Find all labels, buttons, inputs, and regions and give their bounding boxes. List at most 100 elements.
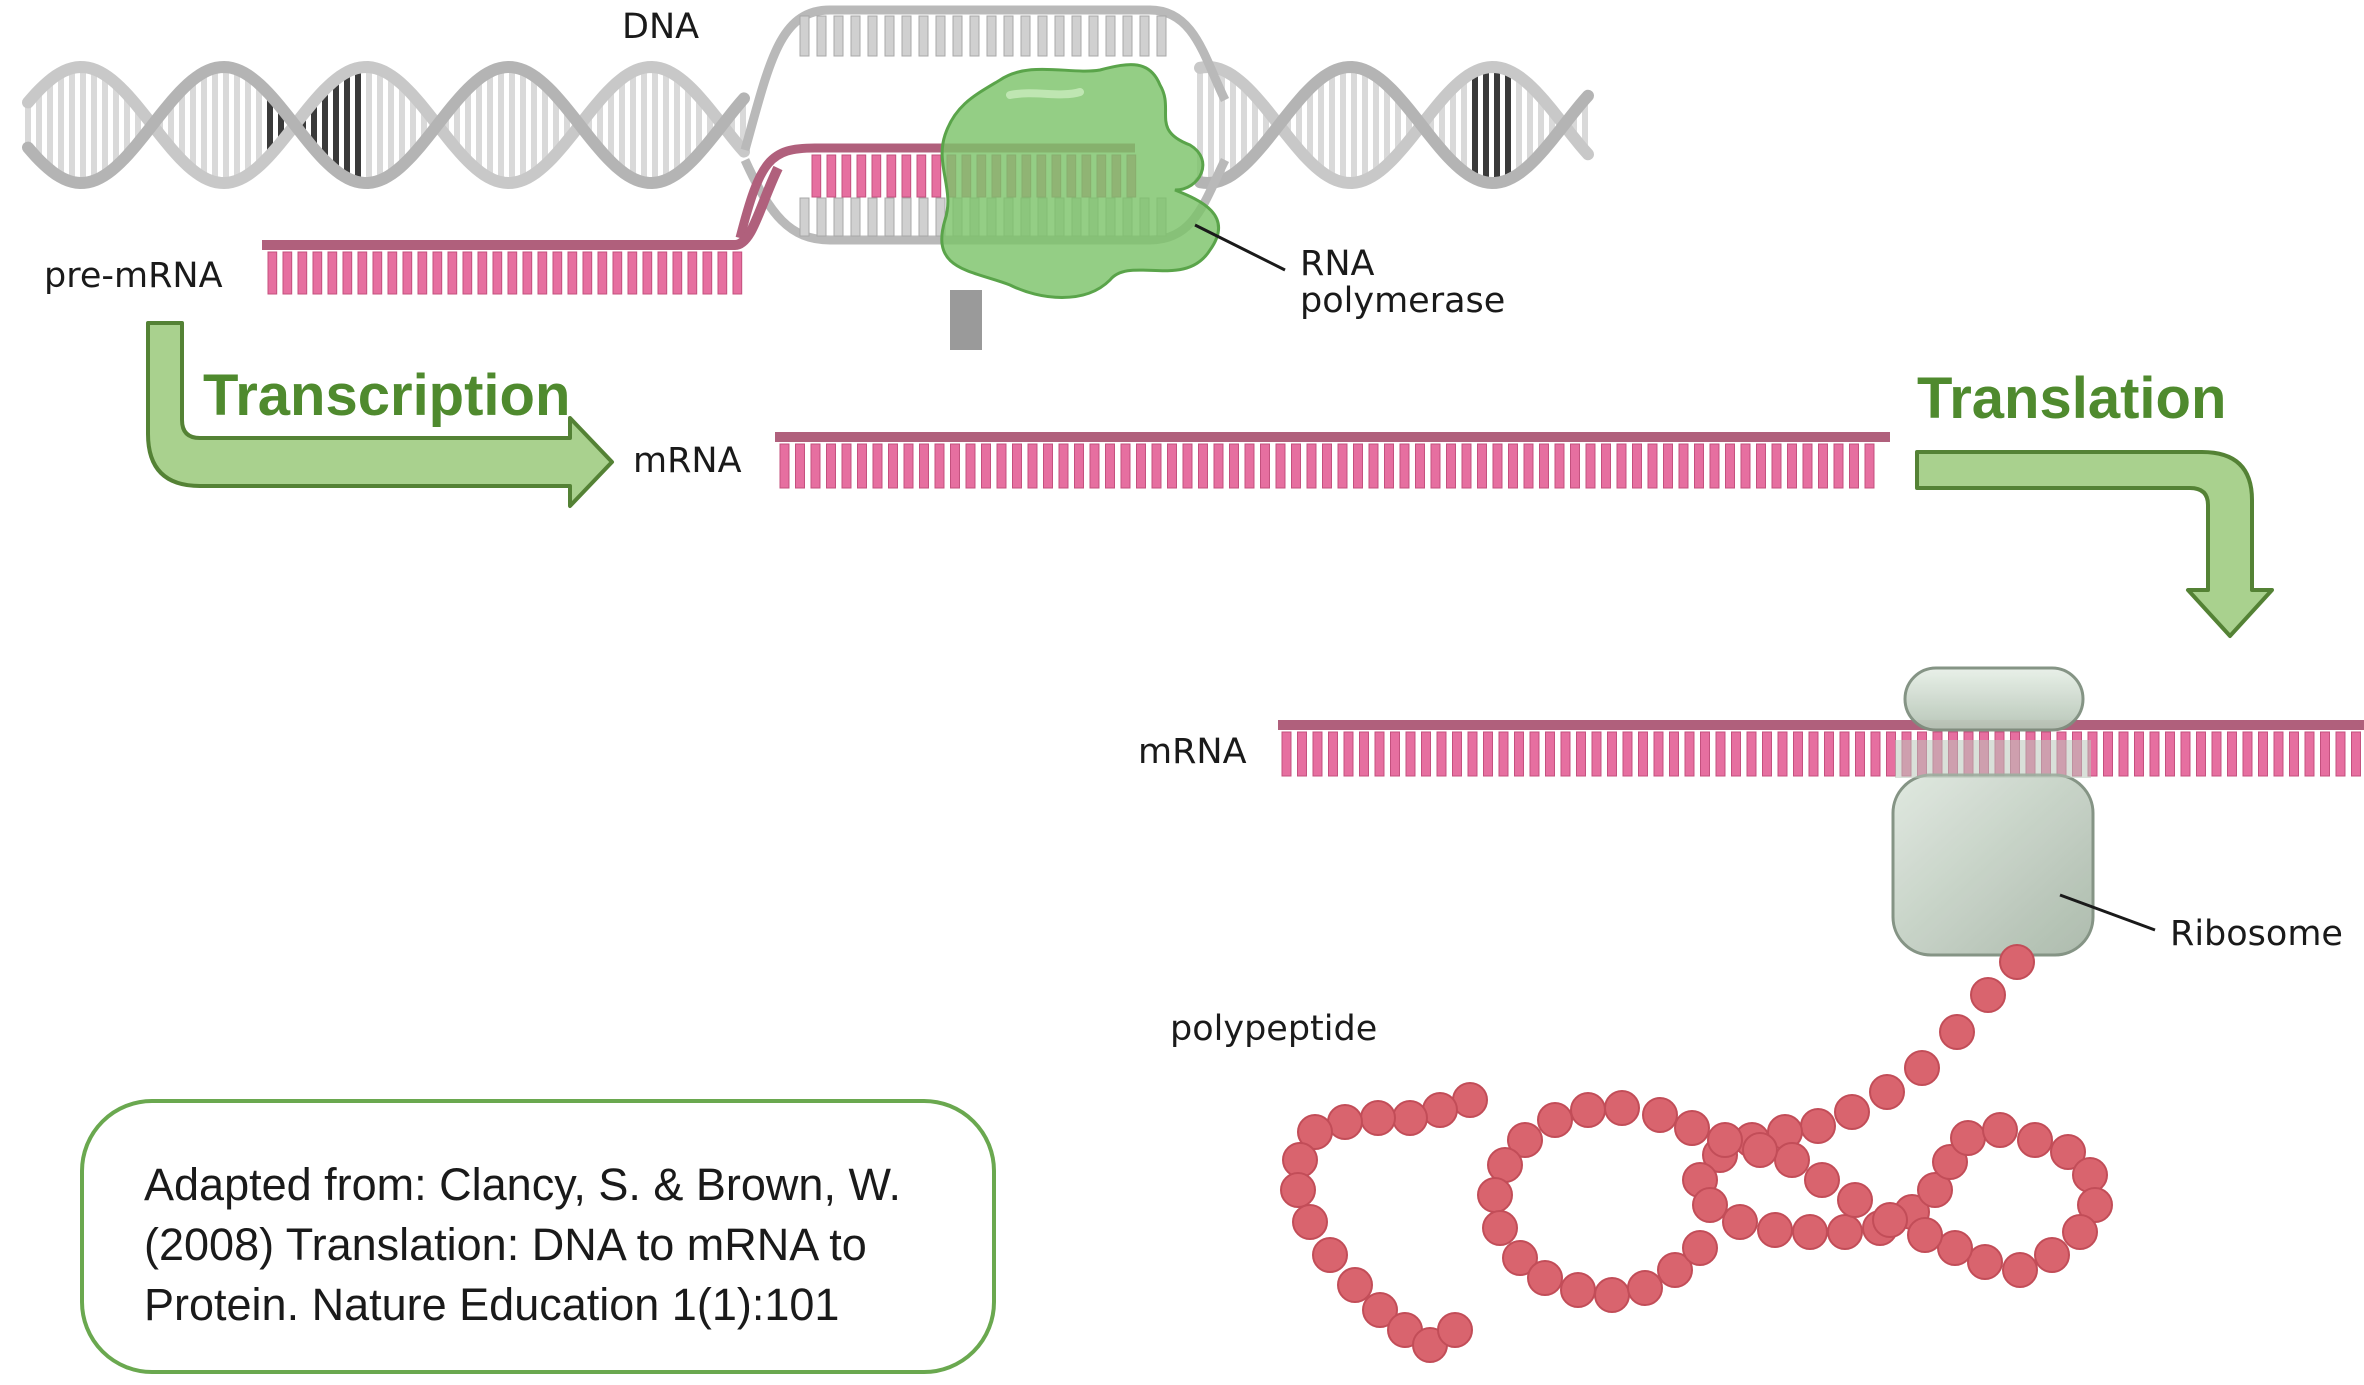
- mrna-base: [2289, 731, 2299, 777]
- amino-acid-bead: [1999, 944, 2035, 980]
- nascent-rna-base: [916, 154, 927, 198]
- mrna-base: [1322, 443, 1332, 489]
- dna-base: [1156, 15, 1167, 57]
- mrna-base: [1663, 443, 1673, 489]
- mrna-base: [1337, 443, 1348, 489]
- mrna-base: [1182, 443, 1193, 489]
- pre-mrna-base: [282, 251, 293, 295]
- amino-acid-bead: [1482, 1210, 1518, 1246]
- mrna-base: [1306, 443, 1317, 489]
- nascent-rna-base: [871, 154, 882, 198]
- amino-acid-bead: [1707, 1122, 1743, 1158]
- mrna-base: [1694, 443, 1704, 489]
- mrna-base: [1514, 731, 1524, 777]
- mrna-base: [1576, 731, 1586, 777]
- amino-acid-bead: [1502, 1240, 1538, 1276]
- nascent-rna-base: [886, 154, 897, 198]
- transcription-label: Transcription: [203, 363, 570, 428]
- pre-mrna-base: [597, 251, 608, 295]
- mrna-base: [1740, 443, 1751, 489]
- mrna-base: [1027, 443, 1038, 489]
- mrna-base: [1607, 731, 1617, 777]
- mrna-base: [1436, 731, 1447, 777]
- amino-acid-bead: [1827, 1214, 1863, 1250]
- mrna-base: [1291, 443, 1301, 489]
- pre-mrna-base: [267, 251, 278, 295]
- mrna-base: [2335, 731, 2346, 777]
- transcription-arrow: [146, 321, 614, 508]
- mrna-base: [2196, 731, 2206, 777]
- pre-mrna-base: [387, 251, 398, 295]
- amino-acid-bead: [1604, 1090, 1640, 1126]
- mrna-base: [1421, 731, 1431, 777]
- mrna-base: [1089, 443, 1100, 489]
- mrna-base: [2258, 731, 2268, 777]
- mrna-base: [1523, 443, 1534, 489]
- pre-mrna-base: [642, 251, 653, 295]
- mrna-base: [1384, 443, 1394, 489]
- mrna-base: [2351, 731, 2361, 777]
- mrna-base: [1477, 443, 1487, 489]
- amino-acid-bead: [1834, 1094, 1870, 1130]
- mrna-base: [1777, 731, 1788, 777]
- pre-mrna-base: [402, 251, 413, 295]
- mrna-base: [1105, 443, 1115, 489]
- mrna-base: [1043, 443, 1053, 489]
- dna-backbone: [1194, 61, 1594, 190]
- dna-base: [816, 15, 827, 57]
- mrna-label-bottom: mRNA: [1138, 732, 1247, 772]
- amino-acid-bead: [1527, 1260, 1563, 1296]
- pre-mrna-base: [507, 251, 518, 295]
- amino-acid-bead: [1837, 1182, 1873, 1218]
- amino-acid-bead: [1282, 1142, 1318, 1178]
- mrna-base: [1275, 443, 1286, 489]
- dna-base: [1139, 15, 1150, 57]
- mrna-base: [1529, 731, 1540, 777]
- dna-helix-right: [1194, 60, 1594, 190]
- mrna-base: [810, 443, 821, 489]
- mrna-base: [1244, 443, 1255, 489]
- mrna-base: [795, 443, 805, 489]
- dna-base: [884, 197, 895, 237]
- mrna-base: [1405, 731, 1416, 777]
- dna-base: [833, 197, 844, 237]
- polymerase-stalk: [950, 290, 982, 350]
- dna-base: [901, 15, 912, 57]
- dna-base: [918, 15, 929, 57]
- mrna-base: [1452, 731, 1462, 777]
- amino-acid-bead: [2062, 1214, 2098, 1250]
- mrna-base: [1638, 731, 1648, 777]
- amino-acid-bead: [1362, 1292, 1398, 1328]
- pre-mrna-base: [417, 251, 428, 295]
- amino-acid-bead: [1537, 1102, 1573, 1138]
- mrna-base: [1886, 731, 1896, 777]
- ribosome-large-subunit: [1891, 773, 2095, 957]
- mrna-base: [1808, 731, 1819, 777]
- mrna-base: [934, 443, 945, 489]
- nascent-rna-base: [841, 154, 852, 198]
- mrna-base: [1570, 443, 1580, 489]
- ribosome-small-subunit: [1903, 666, 2085, 732]
- pre-mrna-base: [537, 251, 548, 295]
- amino-acid-bead: [1950, 1120, 1986, 1156]
- pre-mrna-base: [567, 251, 578, 295]
- mrna-base: [1012, 443, 1022, 489]
- mrna-base: [1368, 443, 1379, 489]
- amino-acid-bead: [1904, 1050, 1940, 1086]
- dna-base: [867, 197, 878, 237]
- mrna-base: [1793, 731, 1803, 777]
- amino-acid-bead: [1657, 1252, 1693, 1288]
- mrna-base: [1709, 443, 1720, 489]
- citation-text: Adapted from: Clancy, S. & Brown, W. (20…: [144, 1159, 901, 1330]
- mrna-base: [1849, 443, 1859, 489]
- nascent-rna-base: [856, 154, 867, 198]
- mrna-base: [1678, 443, 1689, 489]
- dna-base: [884, 15, 895, 57]
- mrna-base: [1260, 443, 1270, 489]
- mrna-base: [2165, 731, 2175, 777]
- pre-mrna-base: [582, 251, 593, 295]
- amino-acid-bead: [1507, 1122, 1543, 1158]
- pre-mrna-base: [687, 251, 698, 295]
- pre-mrna-base: [522, 251, 533, 295]
